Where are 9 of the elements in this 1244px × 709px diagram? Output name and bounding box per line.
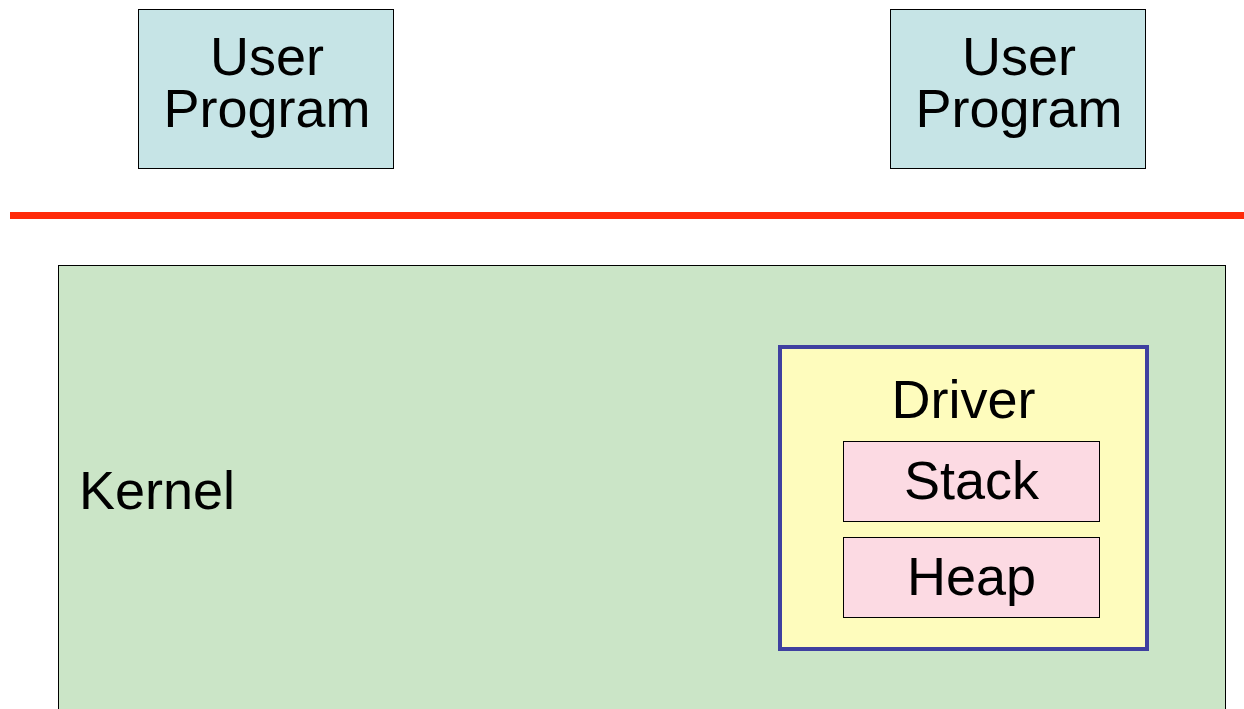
stack-box [843,441,1100,522]
stack-label: Stack [902,454,1041,506]
driver-label: Driver [890,373,1037,425]
program-box [890,9,1146,169]
driver-box [778,345,1149,651]
kernel-box [58,265,1226,709]
kernel-label: Kernel [79,464,236,516]
program-box [138,9,394,169]
heap-box [843,537,1100,618]
